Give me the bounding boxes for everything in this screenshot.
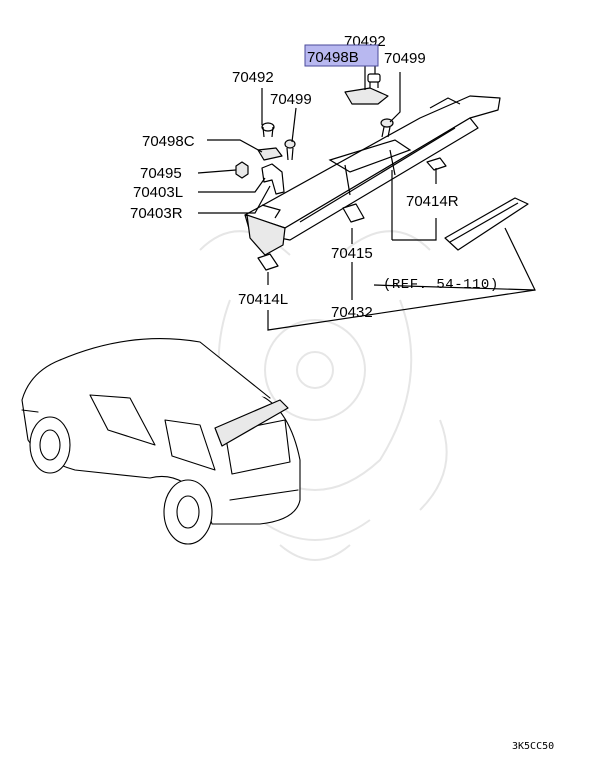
label-70432: 70432 (331, 304, 373, 321)
grommet-70492-left (261, 122, 275, 138)
bracket-70498B (344, 87, 389, 105)
label-70414R: 70414R (406, 193, 459, 210)
label-70498B-highlighted[interactable]: 70498B (304, 44, 379, 67)
label-70492-left: 70492 (232, 69, 274, 86)
label-70403L: 70403L (133, 184, 183, 201)
vehicle-outline (21, 338, 301, 545)
screw-70499-left (284, 139, 296, 161)
clip-70414R (426, 157, 447, 171)
highlight-box (304, 44, 379, 67)
label-70499-top: 70499 (384, 50, 426, 67)
leader-lines (197, 64, 536, 331)
label-70415: 70415 (331, 245, 373, 262)
label-reference-54-110: (REF. 54-110) (383, 277, 499, 293)
screw-70499-top (380, 118, 394, 138)
bracket-70498C (257, 147, 283, 161)
figure-code: 3K5CC50 (512, 741, 554, 752)
label-70498B: 70498B (307, 49, 359, 66)
label-70498C: 70498C (142, 133, 195, 150)
nut-70495 (235, 161, 249, 179)
clip-70415 (342, 203, 365, 223)
grommet-70492-top (367, 73, 381, 88)
label-70495: 70495 (140, 165, 182, 182)
high-mount-stop-lamp (444, 197, 529, 251)
clip-70414L (257, 253, 279, 271)
bracket-70403 (261, 163, 285, 195)
label-70499-left: 70499 (270, 91, 312, 108)
label-70414L: 70414L (238, 291, 288, 308)
label-70403R: 70403R (130, 205, 183, 222)
rear-spoiler (244, 95, 501, 256)
